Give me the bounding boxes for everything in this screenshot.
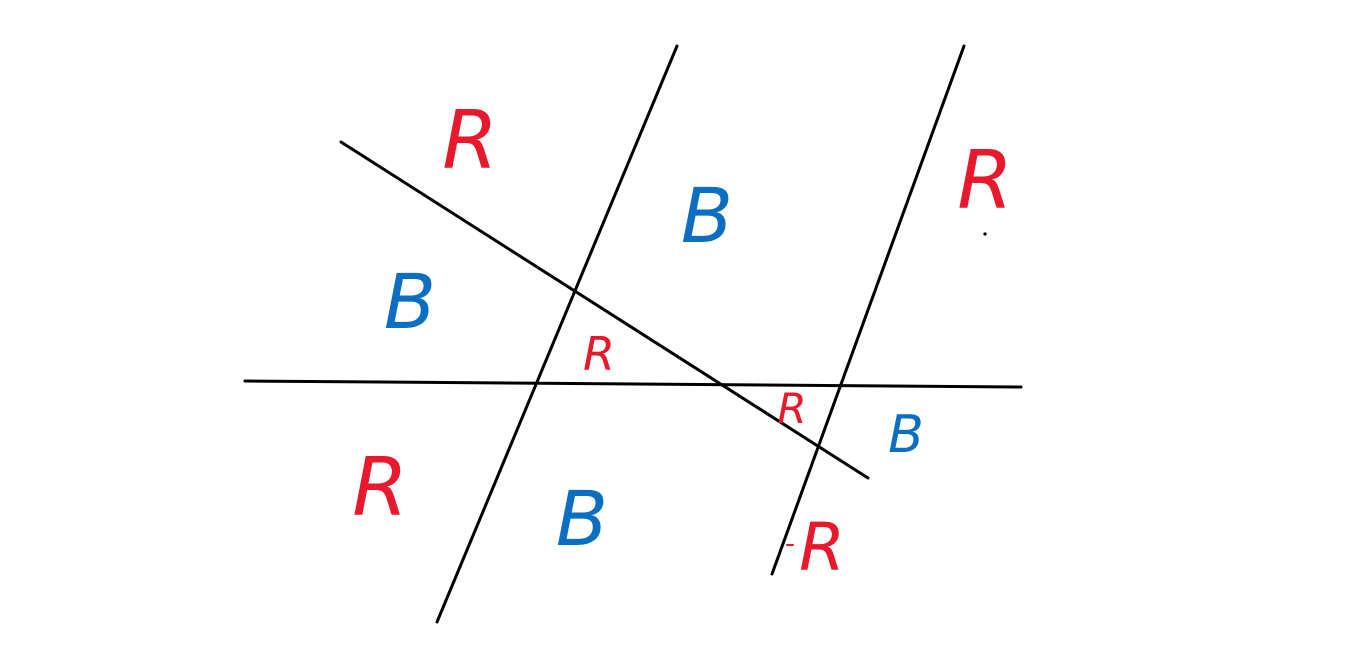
region-label-small-triangle: R [777,384,806,433]
right-slanted-line [770,44,966,576]
region-label-right-middle: B [888,405,924,465]
region-label-bottom-right: R [799,509,845,586]
horizontal-line [243,379,1023,389]
diagonal-line [339,140,870,480]
region-label-top-right: R [957,134,1013,227]
ink-dot [983,232,987,236]
region-label-top-left: R [442,94,498,187]
region-label-center-triangle: R [583,327,615,381]
left-slanted-line [435,44,679,624]
region-label-bottom-left: R [352,441,408,534]
region-label-upper-left: B [384,257,436,346]
region-label-bottom-middle: B [556,474,608,563]
region-label-top-middle: B [681,171,733,260]
